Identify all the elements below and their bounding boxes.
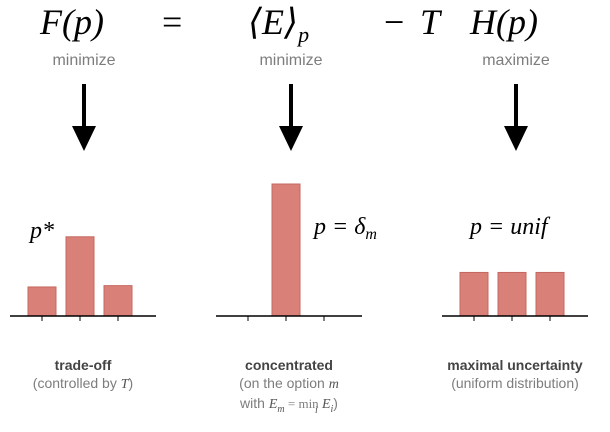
bar-1 <box>271 183 301 317</box>
bar-chart-tradeoff: m <box>10 236 156 326</box>
caption-concentrated-line2-pre: (on the option <box>239 375 329 391</box>
label-p-star: p* <box>30 218 54 245</box>
down-arrow-icon <box>72 84 96 151</box>
caption-line3-sub-i: i <box>330 403 334 415</box>
equation-lhs: F(p) <box>40 0 104 44</box>
energy-text: ⟨E⟩ <box>248 2 299 42</box>
caption-line3-under-i: i <box>315 405 318 416</box>
bar-1 <box>497 271 527 317</box>
caption-tradeoff-pre: (controlled by <box>32 375 121 391</box>
equation-entropy: H(p) <box>470 0 538 44</box>
bar-0 <box>459 271 489 317</box>
caption-tradeoff: trade-off (controlled by T) <box>0 356 183 394</box>
bar-2 <box>103 285 133 317</box>
energy-subscript: p <box>298 22 310 47</box>
caption-tradeoff-math: T <box>120 377 129 392</box>
caption-line3-eq: = min <box>284 396 322 411</box>
caption-uniform-title: maximal uncertainty <box>447 357 583 373</box>
x-tick-label: m <box>75 321 84 326</box>
caption-uniform: maximal uncertainty (uniform distributio… <box>415 356 610 392</box>
goal-entropy: maximize <box>482 52 550 69</box>
entropy-text: H(p) <box>470 2 538 42</box>
caption-tradeoff-title: trade-off <box>54 357 112 373</box>
equation-energy: ⟨E⟩p <box>248 0 310 47</box>
lhs-text: F(p) <box>40 2 104 42</box>
equation-minus: − <box>384 0 404 44</box>
down-arrow-icon <box>279 84 303 151</box>
caption-concentrated-line2-math: m <box>328 377 339 392</box>
label-p-delta: p = δm <box>314 214 377 243</box>
p-delta-text: p = δ <box>314 214 366 240</box>
equation-equals: = <box>162 0 182 44</box>
caption-line3-sub-m: m <box>277 403 285 415</box>
caption-concentrated-line3-pre: with <box>240 395 269 411</box>
bar-1 <box>65 236 95 317</box>
bar-0 <box>27 286 57 317</box>
p-star-text: p* <box>30 218 54 244</box>
goal-lhs: minimize <box>52 52 116 69</box>
caption-line3-e: E <box>268 397 278 412</box>
caption-concentrated: concentrated (on the option m with Em = … <box>189 356 389 419</box>
equation-temperature: T <box>420 0 440 44</box>
bar-chart-uniform <box>442 271 588 321</box>
p-unif-text: p = unif <box>470 214 548 240</box>
goal-energy: minimize <box>259 52 323 69</box>
caption-tradeoff-post: ) <box>128 375 134 391</box>
caption-uniform-sub: (uniform distribution) <box>451 375 579 391</box>
down-arrow-icon <box>504 84 528 151</box>
minus-sign: − <box>384 2 405 42</box>
caption-concentrated-title: concentrated <box>245 357 333 373</box>
caption-line3-post: ) <box>333 395 338 411</box>
equals-sign: = <box>162 2 183 42</box>
caption-line3-e2: E <box>321 397 331 412</box>
bar-2 <box>535 271 565 317</box>
p-delta-subscript: m <box>365 226 377 243</box>
x-tick-label: m <box>281 321 290 326</box>
bar-chart-concentrated: m <box>216 183 362 326</box>
label-p-unif: p = unif <box>470 214 548 241</box>
temperature-text: T <box>420 2 441 42</box>
